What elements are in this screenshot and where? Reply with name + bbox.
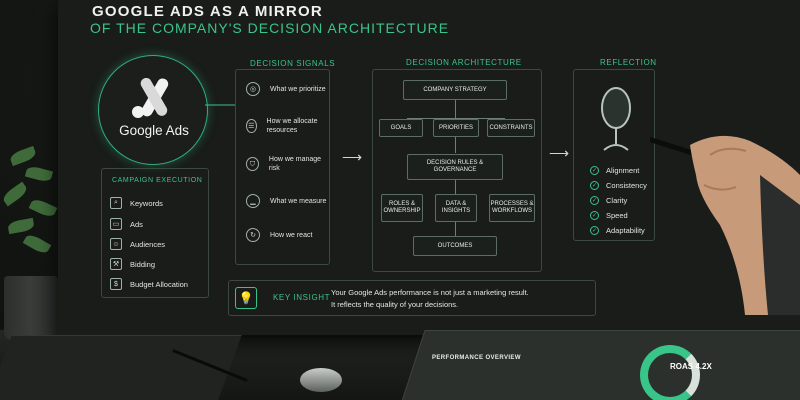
node-data: DATA & INSIGHTS (435, 194, 477, 222)
google-ads-logo-icon (132, 78, 169, 118)
signal-item: ⛉How we manage risk (246, 155, 328, 173)
reflection-item: ✓Alignment (590, 166, 640, 175)
campaign-title: CAMPAIGN EXECUTION (112, 177, 203, 184)
check-icon: ✓ (590, 196, 599, 205)
donut-chart (640, 345, 700, 400)
decision-architecture-panel: COMPANY STRATEGY GOALS PRIORITIES CONSTR… (372, 69, 542, 272)
campaign-item: ⌕Keywords (110, 197, 163, 209)
connector-line (205, 104, 235, 106)
performance-report (395, 330, 800, 400)
signals-title: DECISION SIGNALS (250, 59, 336, 68)
signal-item: ☰How we allocate resources (246, 117, 326, 135)
campaign-item: ⚒Bidding (110, 258, 155, 270)
node-roles: ROLES & OWNERSHIP (381, 194, 423, 222)
reflection-item: ✓Speed (590, 211, 628, 220)
refresh-icon: ↻ (246, 228, 260, 242)
check-icon: ✓ (590, 166, 599, 175)
title-line-1: GOOGLE ADS AS A MIRROR (92, 3, 323, 20)
title-line-2: OF THE COMPANY'S DECISION ARCHITECTURE (90, 20, 450, 36)
insight-line-2: It reflects the quality of your decision… (331, 300, 459, 309)
google-ads-logo: Google Ads (98, 55, 208, 165)
allocate-icon: ☰ (246, 119, 257, 133)
target-icon: ◎ (246, 82, 260, 96)
logo-text: Google Ads (119, 123, 189, 138)
node-outcomes: OUTCOMES (413, 236, 497, 256)
chart-icon: ▁ (246, 194, 260, 208)
node-processes: PROCESSES & WORKFLOWS (489, 194, 535, 222)
node-constraints: CONSTRAINTS (487, 119, 535, 137)
key-insight-panel: 💡 KEY INSIGHT Your Google Ads performanc… (228, 280, 596, 316)
mirror-icon (601, 87, 631, 151)
shield-icon: ⛉ (246, 157, 259, 171)
reflection-title: REFLECTION (600, 58, 657, 67)
decision-signals-panel: ◎What we prioritize ☰How we allocate res… (235, 69, 330, 265)
check-icon: ✓ (590, 226, 599, 235)
check-icon: ✓ (590, 211, 599, 220)
people-icon: ☺ (110, 238, 122, 250)
node-goals: GOALS (379, 119, 423, 137)
insight-line-1: Your Google Ads performance is not just … (331, 288, 529, 297)
donut-label: ROAS 4.2X (670, 362, 712, 371)
plant (0, 140, 70, 340)
lightbulb-icon: 💡 (235, 287, 257, 309)
arrow-right-icon: ⟶ (342, 149, 363, 165)
hand-with-pen (650, 135, 800, 315)
campaign-item: ▭Ads (110, 218, 143, 230)
campaign-item: ☺Audiences (110, 238, 165, 250)
dollar-icon: $ (110, 278, 122, 290)
reflection-item: ✓Adaptability (590, 226, 645, 235)
ads-icon: ▭ (110, 218, 122, 230)
insight-label: KEY INSIGHT (273, 293, 331, 302)
signal-item: ◎What we prioritize (246, 82, 326, 96)
architecture-title: DECISION ARCHITECTURE (406, 58, 522, 67)
notebook (0, 335, 242, 400)
arrow-right-icon: ⟶ (549, 145, 570, 161)
node-decision-rules: DECISION RULES & GOVERNANCE (407, 154, 503, 180)
signal-item: ↻How we react (246, 228, 312, 242)
desk-object (300, 368, 342, 392)
gavel-icon: ⚒ (110, 258, 122, 270)
search-icon: ⌕ (110, 197, 122, 209)
campaign-item: $Budget Allocation (110, 278, 188, 290)
performance-title: PERFORMANCE OVERVIEW (432, 355, 521, 361)
node-priorities: PRIORITIES (433, 119, 479, 137)
reflection-panel: ✓Alignment ✓Consistency ✓Clarity ✓Speed … (573, 69, 655, 241)
signal-item: ▁What we measure (246, 194, 326, 208)
reflection-item: ✓Consistency (590, 181, 647, 190)
check-icon: ✓ (590, 181, 599, 190)
node-company-strategy: COMPANY STRATEGY (403, 80, 507, 100)
campaign-execution-panel: CAMPAIGN EXECUTION ⌕Keywords ▭Ads ☺Audie… (101, 168, 209, 298)
reflection-item: ✓Clarity (590, 196, 628, 205)
